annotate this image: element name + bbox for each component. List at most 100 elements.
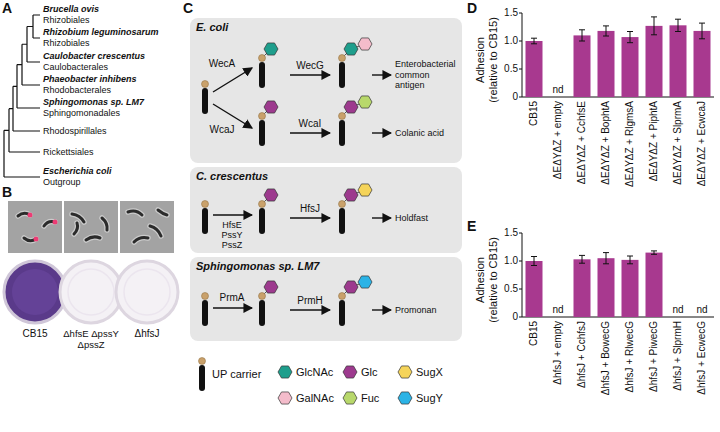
pathway-illustration bbox=[344, 101, 358, 113]
swatch-shape bbox=[342, 390, 358, 406]
crystal-violet-wells bbox=[116, 261, 178, 323]
sugar-hexagon bbox=[278, 366, 292, 378]
pathway-label: WecG bbox=[296, 60, 324, 72]
axis-tick-label: 0.5 bbox=[504, 63, 518, 75]
axis-tick-label: 1.0 bbox=[504, 255, 518, 267]
pathway-illustration bbox=[372, 132, 391, 133]
pathway-illustration bbox=[264, 101, 278, 113]
pathway-illustration bbox=[264, 43, 278, 55]
sugar-hexagon bbox=[343, 366, 357, 378]
pathway-illustration bbox=[358, 96, 372, 108]
axis-tick-label: 1.5 bbox=[504, 227, 518, 239]
adhesion-bars bbox=[670, 25, 687, 97]
legend-label: Glc bbox=[361, 366, 378, 379]
legend-swatch bbox=[277, 364, 293, 380]
panel-letter: D bbox=[467, 0, 477, 16]
category-label: CB15 bbox=[528, 101, 540, 126]
strain-label: ΔhfsJ bbox=[134, 328, 159, 340]
swatch-shape bbox=[196, 356, 208, 392]
pathway-label: PrmH bbox=[297, 295, 323, 307]
axis-tick-label: 0 bbox=[512, 91, 518, 103]
error-bars bbox=[651, 17, 657, 35]
organism-heading: C. crescentus bbox=[196, 170, 268, 183]
pathway-illustration bbox=[202, 201, 209, 235]
pathway-label: PrmA bbox=[220, 292, 245, 304]
organism-heading: E. coli bbox=[196, 21, 228, 34]
organism-heading: Sphingomonas sp. LM7 bbox=[196, 260, 319, 273]
pathway-illustration bbox=[290, 74, 330, 75]
sugar-hexagon bbox=[398, 366, 412, 378]
pathway-illustration bbox=[339, 293, 346, 327]
strain-label: nd bbox=[552, 304, 563, 316]
adhesion-bars bbox=[694, 31, 711, 97]
micrograph-panels bbox=[34, 237, 39, 242]
panel-letter: A bbox=[2, 0, 12, 16]
pathway-illustration bbox=[202, 81, 209, 115]
adhesion-bars bbox=[598, 258, 615, 317]
pathway-illustration bbox=[264, 189, 278, 201]
adhesion-bars bbox=[622, 260, 639, 317]
error-bars bbox=[603, 253, 609, 264]
micrograph-panels bbox=[8, 201, 174, 253]
taxon-name: Caulobacter crescentus bbox=[43, 51, 145, 62]
taxon-name: Phaeobacter inhibens bbox=[43, 74, 137, 85]
taxon-name: Escherichia coli bbox=[43, 166, 112, 177]
taxon-order: Rhizobiales bbox=[43, 15, 90, 26]
category-label: ΔEΔYΔZ + PiphtA bbox=[648, 101, 660, 181]
category-label: ΔhfsJ + BowecG bbox=[600, 321, 612, 395]
adhesion-bars bbox=[526, 261, 543, 317]
organism-box: E. coliWecAWecGEnterobacterial common an… bbox=[190, 18, 462, 163]
pathway-illustration bbox=[213, 307, 252, 308]
pathway-illustration bbox=[202, 184, 392, 234]
micrograph-panels bbox=[64, 201, 118, 253]
error-bars bbox=[675, 19, 681, 31]
pathway-label: Colanic acid bbox=[395, 128, 444, 139]
pathway-illustration bbox=[290, 309, 330, 310]
error-bars bbox=[699, 23, 705, 39]
pathway-label: WecA bbox=[209, 58, 236, 70]
panel-letter: E bbox=[467, 218, 476, 234]
phylogenetic-tree bbox=[4, 15, 40, 177]
category-label: ΔEΔYΔZ + BophtA bbox=[600, 101, 612, 185]
error-bars bbox=[531, 38, 537, 44]
pathway-illustration bbox=[339, 113, 346, 147]
carrier-swatch bbox=[196, 356, 208, 392]
category-label: ΔhfsJ + empty bbox=[552, 321, 564, 385]
pathway-illustration bbox=[372, 309, 391, 310]
pathway-illustration bbox=[202, 276, 392, 326]
micrograph-panels bbox=[18, 210, 167, 242]
axis-tick-label: 0.5 bbox=[504, 283, 518, 295]
crystal-violet-wells bbox=[68, 269, 114, 315]
bar-chart-axes bbox=[519, 13, 714, 317]
sugar-hexagon bbox=[398, 392, 412, 404]
category-label: ΔhfsJ + EcwecG bbox=[696, 321, 708, 395]
crystal-violet-wells bbox=[4, 261, 66, 323]
strain-label: CB15 bbox=[22, 328, 47, 340]
taxon-name: Rhizobium leguminosarum bbox=[43, 27, 159, 38]
strain-label: nd bbox=[696, 304, 707, 316]
micrograph-panels bbox=[120, 201, 174, 253]
pathway-illustration bbox=[264, 281, 278, 293]
pathway-illustration bbox=[372, 74, 391, 75]
pathway-illustration bbox=[358, 276, 372, 288]
micrograph-panels bbox=[18, 210, 167, 242]
error-bars bbox=[603, 26, 609, 36]
taxon-order: Outgroup bbox=[43, 177, 81, 188]
adhesion-bars bbox=[526, 41, 543, 97]
phylogenetic-tree bbox=[4, 15, 40, 177]
pathway-label: HfsE bbox=[222, 220, 242, 230]
sugar-hexagon bbox=[343, 392, 357, 404]
axis-title: Adhesion (relative to CB15) bbox=[474, 17, 500, 103]
pathway-illustration bbox=[202, 293, 209, 327]
organism-box: Sphingomonas sp. LM7PrmAPrmHPromonan bbox=[190, 257, 462, 341]
pathway-illustration bbox=[339, 55, 346, 89]
sugar-hexagon bbox=[278, 392, 292, 404]
micrograph-panels bbox=[8, 201, 62, 253]
micrograph-panels bbox=[28, 213, 33, 218]
pathway-illustration bbox=[290, 132, 330, 133]
category-label: ΔEΔYΔZ + EcwcaJ bbox=[696, 101, 708, 186]
adhesion-bars bbox=[598, 31, 615, 97]
error-bars bbox=[531, 257, 537, 266]
adhesion-bars bbox=[646, 253, 663, 317]
